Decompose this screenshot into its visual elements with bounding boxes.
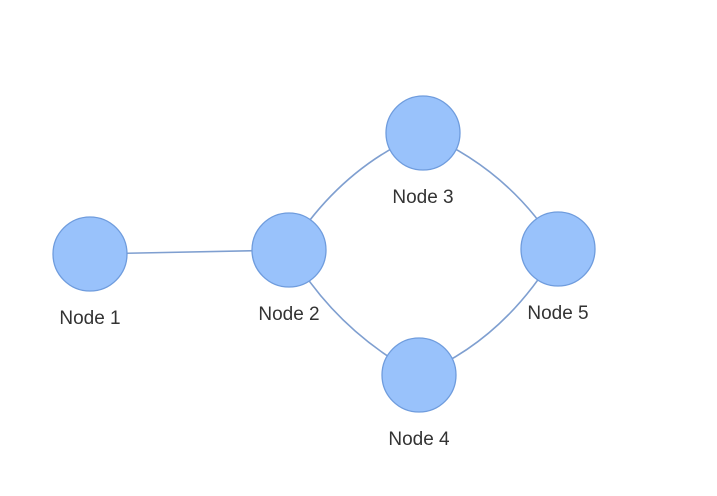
node-n3-label: Node 3 xyxy=(392,187,453,208)
nodes-layer xyxy=(52,95,596,413)
node-n5-label: Node 5 xyxy=(527,303,588,324)
node-n2-label: Node 2 xyxy=(258,304,319,325)
node-n3-circle[interactable] xyxy=(385,95,461,171)
node-n1-label: Node 1 xyxy=(59,308,120,329)
node-n4-circle[interactable] xyxy=(381,337,457,413)
node-n1-circle[interactable] xyxy=(52,216,128,292)
node-n2-circle[interactable] xyxy=(251,212,327,288)
node-n5-circle[interactable] xyxy=(520,211,596,287)
labels-layer: Node 1 Node 2 Node 3 Node 4 Node 5 xyxy=(59,187,588,450)
node-n4-label: Node 4 xyxy=(388,429,450,450)
